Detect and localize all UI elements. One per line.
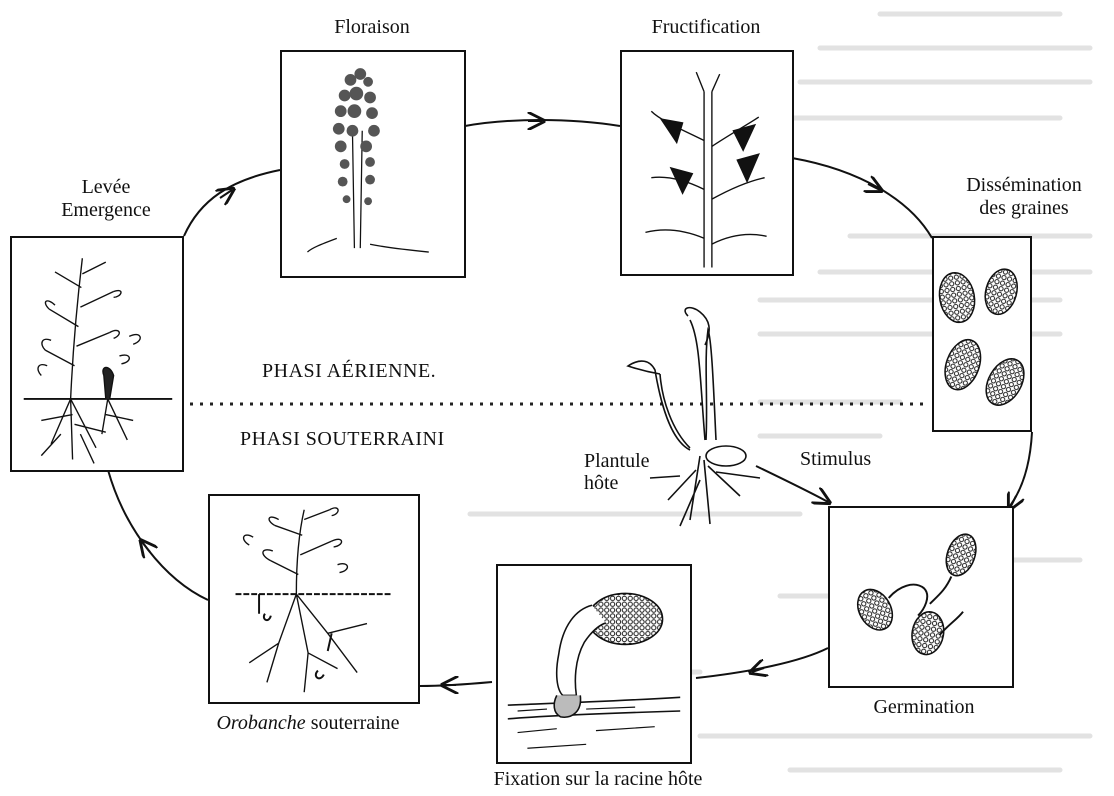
stage-label-levee-line1: Levée (61, 176, 151, 199)
stage-label-levee: Levée Emergence (61, 176, 151, 222)
stage-label-dissemination: Dissémination des graines (966, 174, 1082, 220)
arrow-head-7 (142, 542, 150, 552)
stage-label-fructification: Fructification (652, 16, 761, 39)
arrow-germination-to-fixation (696, 648, 828, 678)
host-seedling-label-line2: hôte (584, 472, 650, 494)
stage-image-fixation (496, 564, 692, 764)
stage-label-orobanche-genus: Orobanche (216, 712, 305, 734)
phase-label-underground: PHASI SOUTERRAINI (240, 428, 445, 451)
arrow-dissemination-to-germination (1010, 432, 1032, 506)
stage-label-orobanche-rest: souterraine (306, 712, 400, 734)
stage-image-orobanche (208, 494, 420, 704)
arrow-floraison-to-fructification (465, 120, 620, 126)
flowering-stalk-drawing (282, 52, 464, 276)
stage-label-dissemination-line2: des graines (966, 197, 1082, 220)
stage-label-germination: Germination (873, 696, 974, 719)
stage-label-orobanche: Orobanche souterraine (216, 712, 399, 735)
stage-image-floraison (280, 50, 466, 278)
seeds-drawing (934, 238, 1030, 430)
fruiting-stalk-drawing (622, 52, 792, 274)
arrow-fructification-to-dissemination (792, 158, 932, 238)
stage-image-levee (10, 236, 184, 472)
stimulus-label: Stimulus (800, 448, 871, 471)
stage-label-floraison: Floraison (334, 16, 410, 39)
germinating-seeds-drawing (830, 508, 1012, 686)
stage-image-fructification (620, 50, 794, 276)
stage-label-levee-line2: Emergence (61, 199, 151, 222)
seedling-emergence-drawing (12, 238, 182, 470)
arrow-levee-to-floraison (184, 170, 280, 236)
stage-label-fixation: Fixation sur la racine hôte (494, 768, 703, 791)
arrow-stimulus (756, 466, 828, 502)
phase-label-aerial: PHASI AÉRIENNE. (262, 360, 436, 383)
root-attachment-drawing (498, 566, 690, 762)
arrow-orobanche-to-levee (108, 470, 208, 600)
stage-label-dissemination-line1: Dissémination (966, 174, 1082, 197)
stage-image-dissemination (932, 236, 1032, 432)
stage-image-germination (828, 506, 1014, 688)
host-seedling-label: Plantule hôte (584, 450, 650, 494)
underground-orobanche-drawing (210, 496, 418, 702)
host-seedling-label-line1: Plantule (584, 450, 650, 472)
